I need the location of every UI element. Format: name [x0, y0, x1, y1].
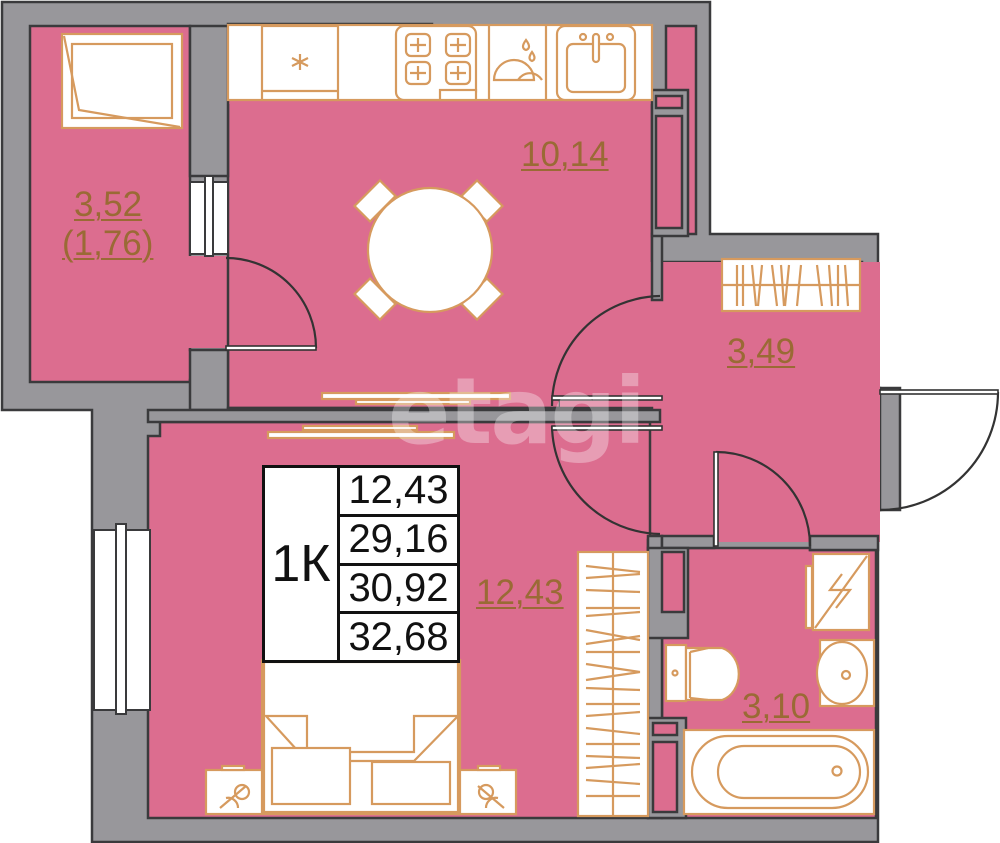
window-bedroom	[93, 523, 151, 715]
area-without-balcony-value: 29,16	[340, 517, 457, 566]
water-heater-icon	[804, 552, 871, 632]
area-with-reduced-balcony-value: 30,92	[340, 566, 457, 615]
washbasin-icon	[815, 638, 876, 708]
bathtub-icon	[682, 728, 876, 816]
watermark-logo: etagi	[388, 358, 646, 465]
bathroom-area-label: 3,10	[742, 687, 811, 726]
door-bathroom	[713, 450, 812, 547]
hallway-area-label: 3,49	[727, 332, 796, 371]
stove-icon	[394, 24, 478, 102]
living-area-value: 12,43	[340, 468, 457, 517]
double-bed-icon	[260, 658, 462, 816]
balcony-table-icon	[60, 32, 184, 130]
nightstand-lamp-icon	[204, 764, 518, 816]
door-balcony	[225, 256, 318, 351]
dining-table-icon	[352, 178, 505, 322]
kitchen-counter	[226, 23, 654, 102]
door-kitchen	[550, 294, 663, 407]
fridge-icon	[260, 24, 340, 102]
glass-partition	[266, 391, 512, 440]
coat-rack-icon	[720, 257, 862, 313]
door-bedroom	[550, 425, 663, 536]
kitchen-sink-icon	[555, 24, 637, 102]
windows[interactable]	[93, 175, 229, 715]
balcony-reduced-area-label: (1,76)	[62, 224, 154, 263]
ventilation-ducts	[646, 24, 698, 820]
toilet-icon	[664, 643, 740, 703]
balcony-area-label: 3,52	[74, 185, 143, 224]
apartment-summary-box: 1К 12,43 29,16 30,92 32,68	[262, 465, 460, 663]
doors[interactable]	[225, 256, 1000, 547]
total-area-value: 32,68	[348, 614, 449, 659]
window-balcony-kitchen	[189, 175, 229, 257]
door-entrance	[879, 389, 1000, 512]
summary-areas: 12,43 29,16 30,92 32,68	[340, 468, 457, 660]
dishwasher-icon	[487, 26, 548, 100]
wardrobe-icon	[576, 550, 650, 818]
apartment-type: 1К	[265, 468, 340, 660]
kitchen-area-label: 10,14	[521, 135, 609, 174]
bedroom-area-label: 12,43	[476, 573, 564, 612]
